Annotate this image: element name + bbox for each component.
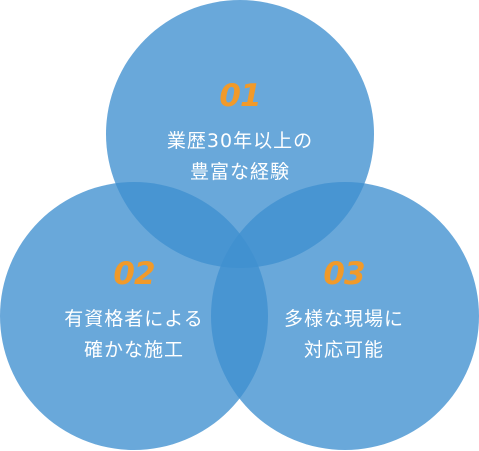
item-1-number: 01	[219, 78, 261, 114]
circle-right	[211, 182, 479, 450]
circle-left	[0, 182, 268, 450]
item-2-text: 有資格者による 確かな施工	[64, 308, 204, 361]
item-1-text: 業歴30年以上の 豊富な経験	[166, 130, 314, 183]
item-3: 03 多様な現場に 対応可能	[224, 256, 464, 366]
item-2-number: 02	[113, 256, 155, 292]
item-2: 02 有資格者による 確かな施工	[14, 256, 254, 366]
item-3-number: 03	[323, 256, 365, 292]
item-1: 01 業歴30年以上の 豊富な経験	[120, 78, 360, 188]
item-3-text: 多様な現場に 対応可能	[283, 308, 404, 361]
